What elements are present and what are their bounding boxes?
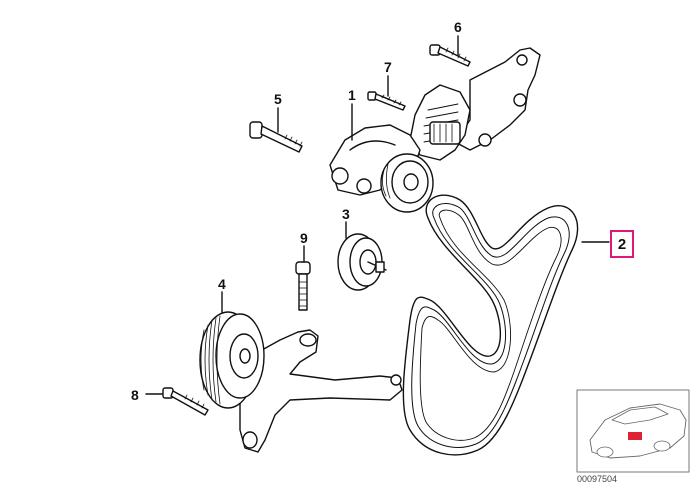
bolt-6[interactable] xyxy=(429,44,471,67)
bolt-8[interactable] xyxy=(162,387,209,416)
callout-4[interactable]: 4 xyxy=(218,276,226,292)
bolt-7[interactable] xyxy=(367,91,406,111)
vehicle-thumbnail xyxy=(576,389,690,473)
bolt-5[interactable] xyxy=(249,121,303,153)
pulley-bracket-4[interactable] xyxy=(199,311,403,453)
callout-2-highlighted[interactable]: 2 xyxy=(610,230,634,258)
callout-5[interactable]: 5 xyxy=(274,91,282,107)
callout-1[interactable]: 1 xyxy=(348,87,356,103)
bolt-9[interactable] xyxy=(295,261,311,311)
tensioner-assembly-1[interactable] xyxy=(329,47,541,213)
callout-7[interactable]: 7 xyxy=(384,59,392,75)
idler-pulley-3[interactable] xyxy=(337,233,387,291)
ribbed-belt-2[interactable] xyxy=(402,194,579,456)
callout-6[interactable]: 6 xyxy=(454,19,462,35)
callout-3[interactable]: 3 xyxy=(342,206,350,222)
diagram-code: 00097504 xyxy=(577,474,618,484)
callout-2: 2 xyxy=(617,235,627,253)
callout-9[interactable]: 9 xyxy=(300,230,308,246)
callout-8[interactable]: 8 xyxy=(131,387,139,403)
